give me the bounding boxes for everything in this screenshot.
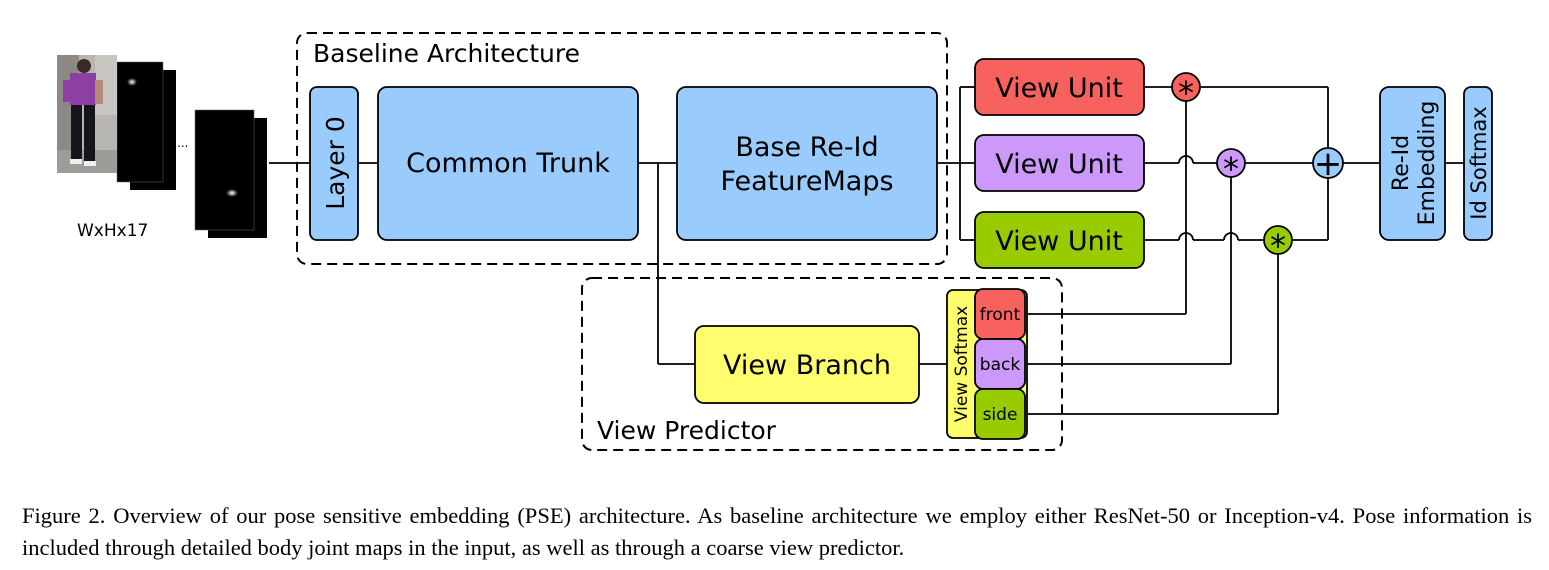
sum-node [1312, 147, 1344, 179]
joint-blob-last [226, 189, 238, 197]
multiply-symbol-front: * [1178, 74, 1194, 112]
view-side-label: side [983, 405, 1018, 425]
multiply-symbol-back: * [1223, 150, 1239, 188]
baseline-architecture-title: Baseline Architecture [313, 39, 580, 68]
multiply-node-side [1263, 225, 1293, 255]
pse-architecture-diagram: ... WxHx17 [57, 32, 1493, 451]
view-branch-block [694, 325, 920, 404]
base-reid-featuremaps-block [676, 86, 938, 241]
common-trunk-block [377, 86, 639, 241]
input-stack: ... WxHx17 [57, 55, 267, 241]
multiply-node-back [1216, 148, 1246, 178]
input-dims-label: WxHx17 [77, 221, 148, 241]
multiply-node-front [1171, 72, 1201, 102]
view-predictor-title: View Predictor [597, 416, 777, 445]
view-unit-back [974, 134, 1145, 192]
id-softmax-block [1463, 86, 1493, 241]
view-branch-label: View Branch [723, 350, 891, 381]
view-front-label: front [980, 305, 1021, 325]
view-softmax-label: View Softmax [952, 306, 972, 422]
view-unit-back-label: View Unit [995, 149, 1123, 180]
reid-embedding-label-line1: Re-Id [1389, 135, 1414, 191]
connections [269, 86, 1464, 415]
view-unit-front-label: View Unit [995, 73, 1123, 104]
figure-caption: Figure 2. Overview of our pose sensitive… [22, 503, 1532, 560]
heatmap-frame-front [116, 61, 164, 183]
reid-embedding-block [1379, 86, 1446, 241]
layer0-block [309, 86, 359, 241]
person-image [57, 55, 117, 173]
ellipsis: ... [177, 136, 188, 150]
featuremaps-label-line2: FeatureMaps [720, 166, 893, 197]
view-side-cell [974, 388, 1026, 440]
baseline-architecture-group [296, 32, 948, 265]
common-trunk-label: Common Trunk [406, 148, 610, 179]
view-predictor-group [581, 277, 1063, 451]
view-unit-side-label: View Unit [995, 226, 1123, 257]
view-unit-side [974, 211, 1145, 269]
featuremaps-label-line1: Base Re-Id [735, 132, 878, 163]
view-back-label: back [980, 355, 1021, 375]
heatmap-frame-last [194, 109, 255, 231]
id-softmax-label: Id Softmax [1467, 106, 1491, 219]
joint-blob [127, 78, 137, 86]
reid-embedding-label-line2: Embedding [1415, 101, 1440, 226]
view-unit-front [974, 58, 1145, 116]
multiply-symbol-side: * [1270, 227, 1286, 265]
sum-symbol: + [1314, 144, 1343, 184]
layer0-label: Layer 0 [321, 116, 350, 210]
